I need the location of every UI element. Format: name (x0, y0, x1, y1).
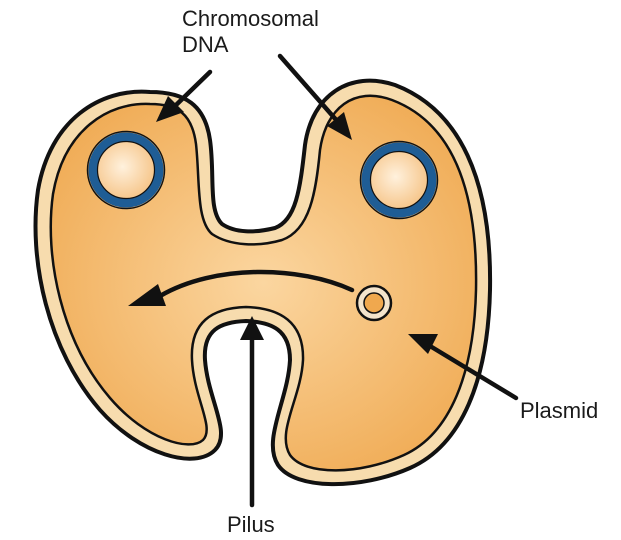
chromosome-arrow-right (280, 56, 338, 122)
chromosome-right (361, 142, 438, 219)
chromosome-left (88, 132, 165, 209)
chromosome-arrow-left (175, 72, 210, 106)
chromosomal-dna-label: Chromosomal DNA (182, 6, 319, 58)
chromosomal-dna-label-line2: DNA (182, 32, 319, 58)
chromosomal-dna-label-line1: Chromosomal (182, 6, 319, 31)
pilus-label: Pilus (227, 512, 275, 538)
plasmid (357, 286, 391, 320)
plasmid-label: Plasmid (520, 398, 598, 424)
